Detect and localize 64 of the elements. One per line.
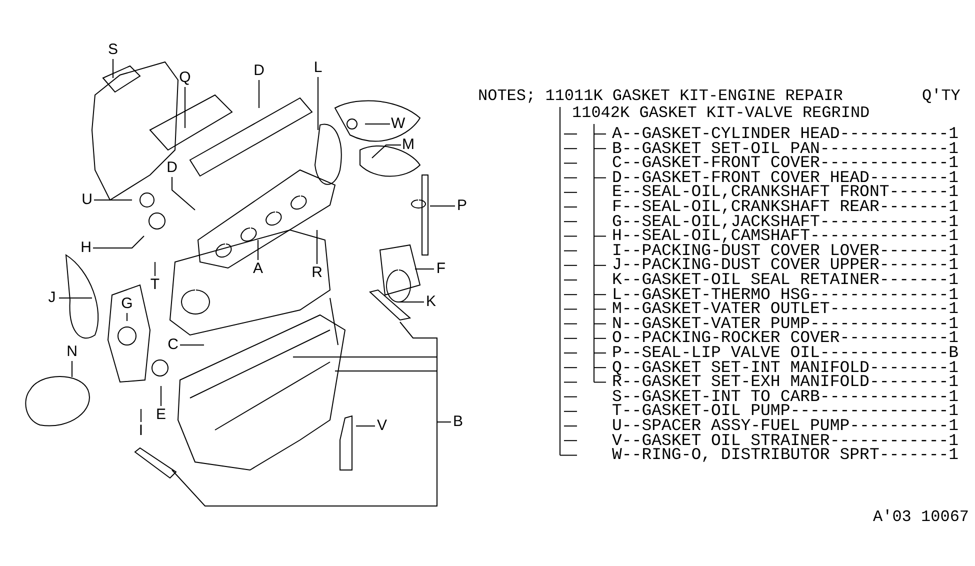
callout-letter: L bbox=[312, 60, 324, 76]
parts-list-row: T--GASKET-OIL PUMP----------------1 bbox=[612, 403, 959, 418]
leader-line bbox=[112, 58, 114, 78]
parts-list-row: L--GASKET-THERMO HSG--------------1 bbox=[612, 286, 959, 302]
callout-letter: H bbox=[80, 240, 92, 256]
leader-line bbox=[140, 408, 142, 422]
callout-letter: V bbox=[376, 418, 388, 434]
parts-list-row: S--GASKET-INT TO CARB-------------1 bbox=[612, 388, 959, 404]
parts-list-row: F--SEAL-OIL,CRANKSHAFT REAR-------1 bbox=[612, 199, 959, 214]
parts-list-row: U--SPACER ASSY-FUEL PUMP----------1 bbox=[612, 418, 959, 433]
kit-title: 11042K GASKET KIT-VALVE REGRIND bbox=[572, 106, 870, 121]
leader-line bbox=[258, 80, 260, 108]
parts-list-row: O--PACKING-ROCKER COVER-----------1 bbox=[612, 330, 959, 346]
callout-letter: U bbox=[81, 192, 93, 208]
parts-list-row: Q--GASKET SET-INT MANIFOLD--------1 bbox=[612, 360, 959, 375]
callout-letter: S bbox=[107, 42, 119, 58]
callout-letter: M bbox=[402, 137, 414, 153]
callout-letter: P bbox=[456, 198, 468, 214]
parts-list-row: G--SEAL-OIL,JACKSHAFT-------------1 bbox=[612, 214, 959, 229]
leader-line bbox=[372, 144, 402, 158]
callout-letter: K bbox=[425, 294, 437, 310]
parts-list-row: M--GASKET-VATER OUTLET------------1 bbox=[612, 301, 959, 316]
callout-letter: C bbox=[167, 337, 179, 353]
leader-line bbox=[92, 236, 144, 248]
callout-letter: E bbox=[155, 407, 167, 423]
parts-list-row: J--PACKING-DUST COVER UPPER-------1 bbox=[612, 257, 959, 272]
note-text: NOTES; 11011K GASKET KIT-ENGINE REPAIR bbox=[478, 89, 843, 104]
drawing-number: A'03 10067 bbox=[873, 510, 970, 525]
callout-letter: T bbox=[149, 277, 161, 293]
callout-letter: D bbox=[166, 160, 178, 176]
leader-line bbox=[160, 386, 162, 406]
parts-list-row: W--RING-O, DISTRIBUTOR SPRT-------1 bbox=[612, 447, 959, 462]
callout-letter: G bbox=[121, 296, 133, 312]
callout-letter: F bbox=[435, 261, 447, 277]
parts-list-row: A--GASKET-CYLINDER HEAD-----------1 bbox=[612, 126, 959, 141]
parts-list-row: D--GASKET-FRONT COVER HEAD--------1 bbox=[612, 170, 959, 185]
parts-list-row: K--GASKET-OIL SEAL RETAINER-------1 bbox=[612, 272, 959, 287]
parts-list-row: N--GASKET-VATER PUMP--------------1 bbox=[612, 316, 959, 331]
leader-line bbox=[184, 86, 186, 128]
leader-line bbox=[126, 312, 128, 322]
leader-line bbox=[172, 176, 196, 210]
parts-list-row: R--GASKET SET-EXH MANIFOLD--------1 bbox=[612, 374, 959, 390]
parts-list-row: V--GASKET OIL STRAINER------------1 bbox=[612, 432, 959, 448]
parts-list-row: B--GASKET SET-OIL PAN-------------1 bbox=[612, 140, 959, 156]
callout-letter: J bbox=[46, 290, 58, 306]
parts-list-row: E--SEAL-OIL,CRANKSHAFT FRONT------1 bbox=[612, 184, 959, 200]
callout-letter: B bbox=[452, 414, 464, 430]
leader-line bbox=[316, 230, 318, 264]
parts-list-row: H--SEAL-OIL,CAMSHAFT--------------1 bbox=[612, 228, 959, 244]
callout-letter: I bbox=[135, 423, 147, 439]
quantity-header: Q'TY bbox=[922, 89, 960, 104]
callout-letter: N bbox=[66, 344, 78, 360]
callout-letter: D bbox=[253, 63, 265, 79]
leader-line bbox=[414, 268, 434, 270]
parts-list-row: C--GASKET-FRONT COVER-------------1 bbox=[612, 155, 959, 170]
callout-letter: W bbox=[391, 116, 403, 132]
parts-list-row: P--SEAL-LIP VALVE OIL-------------B bbox=[612, 345, 959, 360]
leader-line bbox=[154, 262, 156, 276]
leader-line bbox=[180, 344, 204, 346]
callout-letter: R bbox=[311, 265, 323, 281]
callout-letter: A bbox=[252, 261, 264, 277]
parts-list-row: I--PACKING-DUST COVER LOVER-------1 bbox=[612, 242, 959, 258]
callout-letter: Q bbox=[179, 70, 191, 86]
leader-line bbox=[172, 422, 452, 506]
